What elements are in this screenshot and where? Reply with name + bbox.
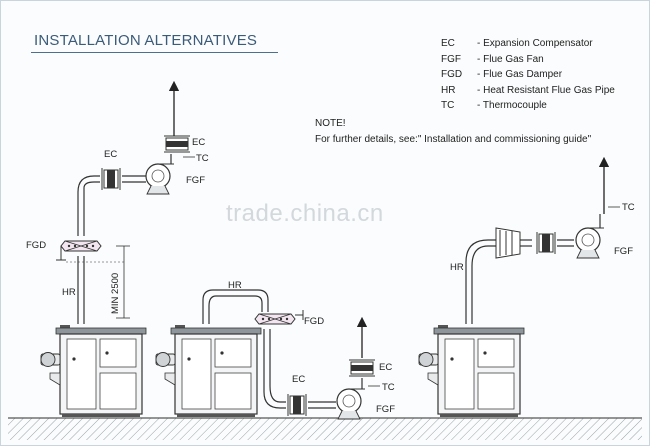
expansion-compensator	[101, 167, 121, 191]
legend-item: FGF - Flue Gas Fan	[441, 52, 615, 68]
legend-abbr: EC	[441, 38, 455, 49]
note-text: For further details, see:" Installation …	[315, 134, 592, 145]
legend-abbr: FGF	[441, 53, 461, 65]
legend-abbr: TC	[441, 100, 455, 111]
label-ec: EC	[104, 149, 117, 160]
label-hr: HR	[62, 287, 76, 298]
flue-gas-fan	[575, 227, 605, 259]
floor-hatch	[8, 418, 642, 440]
expansion-compensator	[287, 393, 307, 417]
label-tc: TC	[622, 202, 635, 213]
flue-gas-fan	[336, 388, 366, 420]
expansion-compensator	[536, 231, 556, 255]
label-fgd: FGD	[304, 316, 324, 327]
legend-text: - Heat Resistant Flue Gas Pipe	[477, 84, 615, 96]
legend-abbr: HR	[441, 84, 456, 96]
legend-text: - Flue Gas Fan	[477, 53, 544, 65]
heat-resistant-pipe	[465, 239, 496, 263]
label-ec: EC	[379, 362, 392, 373]
label-fgd: FGD	[26, 240, 46, 251]
expansion-compensator	[348, 359, 376, 377]
flue-gas-fan	[145, 163, 175, 195]
label-ec: EC	[292, 374, 305, 385]
diagram-title: INSTALLATION ALTERNATIVES	[34, 32, 258, 49]
legend-item: FGD - Flue Gas Damper	[441, 67, 615, 83]
pipe-elbow	[77, 175, 100, 193]
label-tc: TC	[382, 382, 395, 393]
boiler	[155, 324, 262, 418]
label-min: MIN 2500	[110, 273, 121, 314]
boiler	[418, 324, 525, 418]
label-tc: TC	[196, 153, 209, 164]
label-fgf: FGF	[376, 404, 395, 415]
installation-b: HR FGD EC TC EC FGF	[155, 280, 395, 420]
legend-item: HR - Heat Resistant Flue Gas Pipe	[441, 83, 615, 99]
legend-item: TC - Thermocouple	[441, 98, 615, 114]
heat-resistant-pipe	[202, 289, 269, 312]
note-heading: NOTE!	[315, 118, 346, 129]
label-fgf: FGF	[186, 175, 205, 186]
legend: EC - Expansion Compensator FGF - Flue Gas …	[441, 36, 615, 114]
legend-abbr: FGD	[441, 69, 463, 80]
watermark: trade.china.cn	[226, 200, 384, 227]
installation-c: TC HR FGF	[418, 156, 635, 418]
legend-text: - Expansion Compensator	[477, 38, 593, 49]
legend-text: - Thermocouple	[477, 100, 547, 111]
label-fgf: FGF	[614, 246, 633, 257]
legend-text: - Flue Gas Damper	[477, 69, 563, 80]
flue-gas-damper	[254, 313, 296, 325]
label-ec: EC	[192, 137, 205, 148]
installation-a: EC TC EC FGF FGD HR MIN 2500	[26, 80, 209, 418]
flue-gas-damper	[60, 240, 102, 252]
boiler	[40, 324, 147, 418]
label-hr: HR	[450, 262, 464, 273]
expansion-compensator	[163, 135, 191, 153]
title-underline	[31, 52, 278, 53]
legend-item: EC - Expansion Compensator	[441, 36, 615, 52]
note: NOTE! For further details, see:" Install…	[315, 116, 591, 148]
label-hr: HR	[228, 280, 242, 291]
flue-gas-damper	[495, 227, 521, 259]
